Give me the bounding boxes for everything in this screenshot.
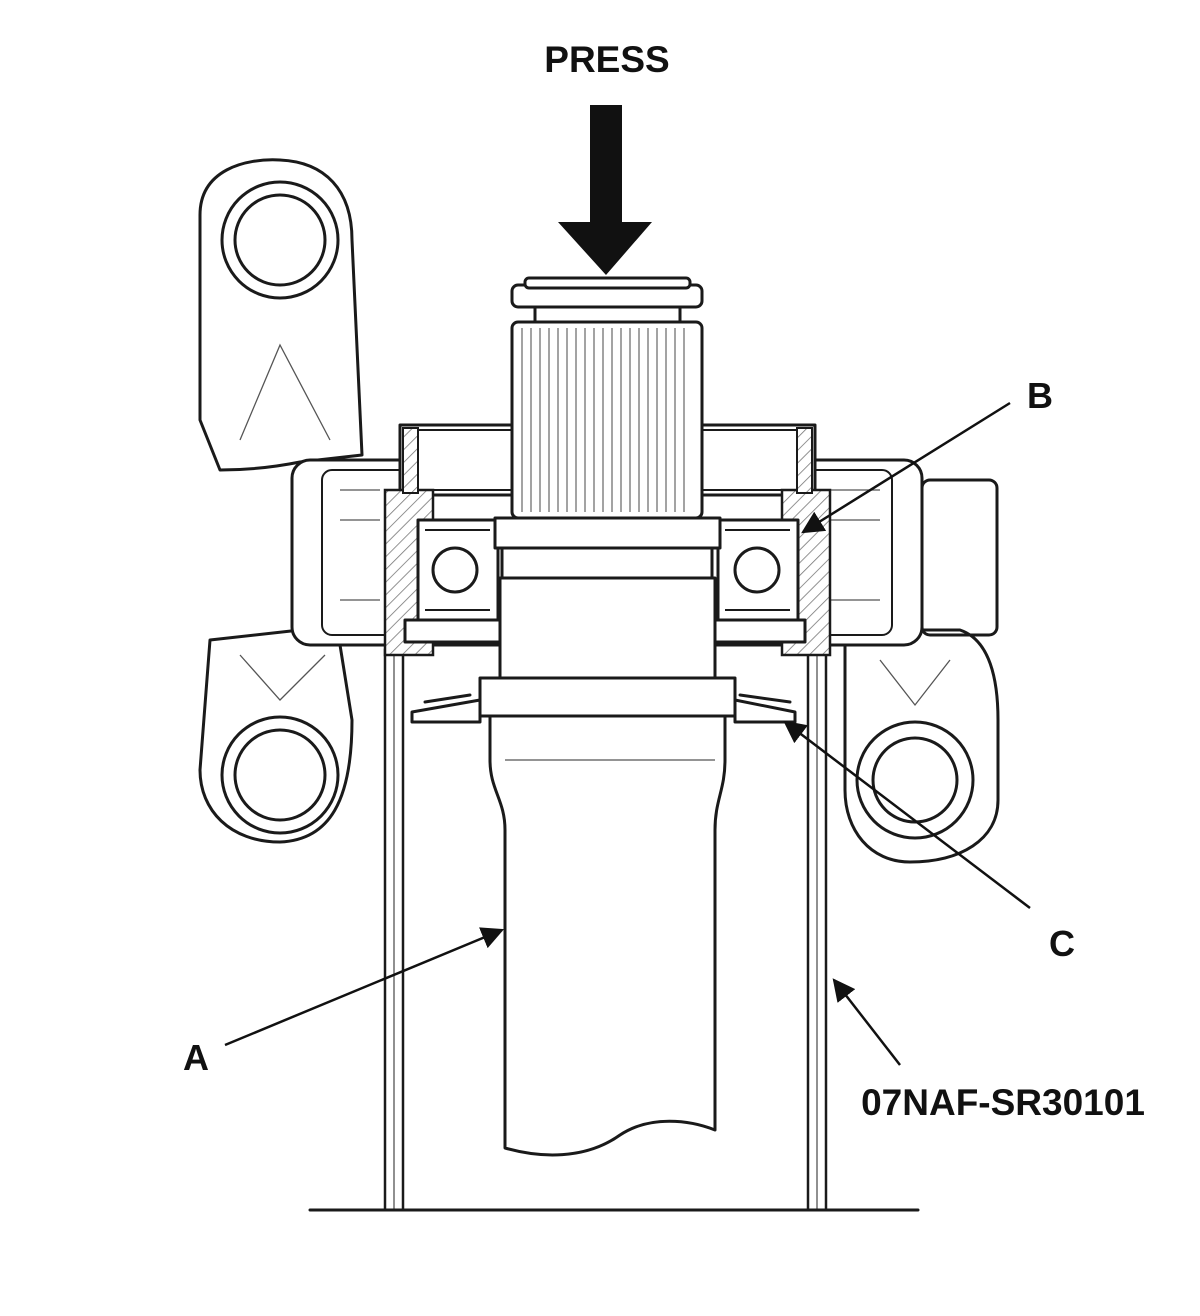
support-tool-cylinder xyxy=(308,648,920,1212)
bearing-ball-left xyxy=(431,546,479,594)
leader-line-tool xyxy=(832,978,901,1066)
snap-ring-collar xyxy=(410,676,797,724)
bearing-ball-right xyxy=(733,546,781,594)
leader-line-a xyxy=(224,927,505,1047)
press-attachment xyxy=(510,276,704,520)
leader-line-b xyxy=(801,401,1011,534)
knuckle-upper-left-arm xyxy=(198,158,364,472)
tool-shaft-a xyxy=(488,714,727,1157)
knuckle-right-arm xyxy=(843,628,1000,864)
leader-line-c xyxy=(783,720,1031,909)
tool-number-label: 07NAF-SR30101 xyxy=(861,1082,1145,1123)
press-arrow-icon xyxy=(558,105,652,275)
label-a: A xyxy=(183,1037,209,1078)
label-b: B xyxy=(1027,375,1053,416)
press-label: PRESS xyxy=(544,39,669,80)
knuckle-lower-left-arm xyxy=(198,628,354,844)
hub-inner-race xyxy=(493,516,722,680)
grip-ribs xyxy=(521,328,685,512)
label-c: C xyxy=(1049,923,1075,964)
